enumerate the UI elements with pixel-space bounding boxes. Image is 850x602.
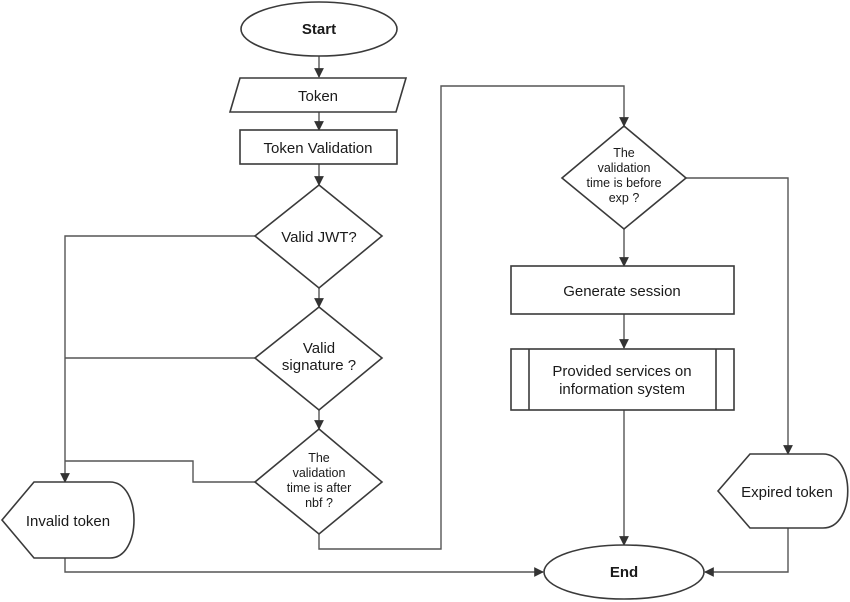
nbf-check-label-2: validation <box>293 466 346 480</box>
nbf-check-node: The validation time is after nbf ? <box>253 427 384 536</box>
edge-nbf-invalid <box>65 460 255 483</box>
nbf-check-label-4: nbf ? <box>305 496 333 510</box>
token-node: Token <box>228 77 408 113</box>
invalid-token-label: Invalid token <box>26 513 110 530</box>
exp-check-label-4: exp ? <box>609 191 640 205</box>
provided-services-label-2: information system <box>559 381 685 398</box>
edge-invalid-end <box>64 558 544 577</box>
exp-check-label-1: The <box>613 146 635 160</box>
valid-jwt-label: Valid JWT? <box>281 229 357 246</box>
edge-jwt-invalid <box>60 235 255 483</box>
provided-services-label-1: Provided services on <box>552 363 691 380</box>
valid-jwt-node: Valid JWT? <box>253 183 384 290</box>
edges <box>60 56 793 577</box>
exp-check-node: The validation time is before exp ? <box>560 124 688 231</box>
nbf-check-label-3: time is after <box>287 481 352 495</box>
start-node: Start <box>240 1 398 57</box>
expired-token-node: Expired token <box>716 453 849 529</box>
exp-check-label-2: validation <box>598 161 651 175</box>
generate-session-node: Generate session <box>510 265 735 315</box>
invalid-token-node: Invalid token <box>0 481 135 559</box>
valid-signature-label-2: signature ? <box>282 357 356 374</box>
generate-session-label: Generate session <box>563 283 681 300</box>
edge-exp-expired <box>686 177 793 455</box>
provided-services-node: Provided services on information system <box>510 348 735 411</box>
end-label: End <box>610 564 638 581</box>
nbf-check-label-1: The <box>308 451 330 465</box>
valid-signature-node: Valid signature ? <box>253 305 384 412</box>
token-validation-node: Token Validation <box>239 129 398 165</box>
expired-token-label: Expired token <box>741 484 833 501</box>
edge-expired-end <box>704 528 789 577</box>
edge-nbf-exp <box>318 85 629 550</box>
exp-check-label-3: time is before <box>586 176 661 190</box>
token-label: Token <box>298 88 338 105</box>
token-validation-label: Token Validation <box>264 140 373 157</box>
start-label: Start <box>302 21 336 38</box>
end-node: End <box>543 544 705 600</box>
valid-signature-label-1: Valid <box>303 340 335 357</box>
